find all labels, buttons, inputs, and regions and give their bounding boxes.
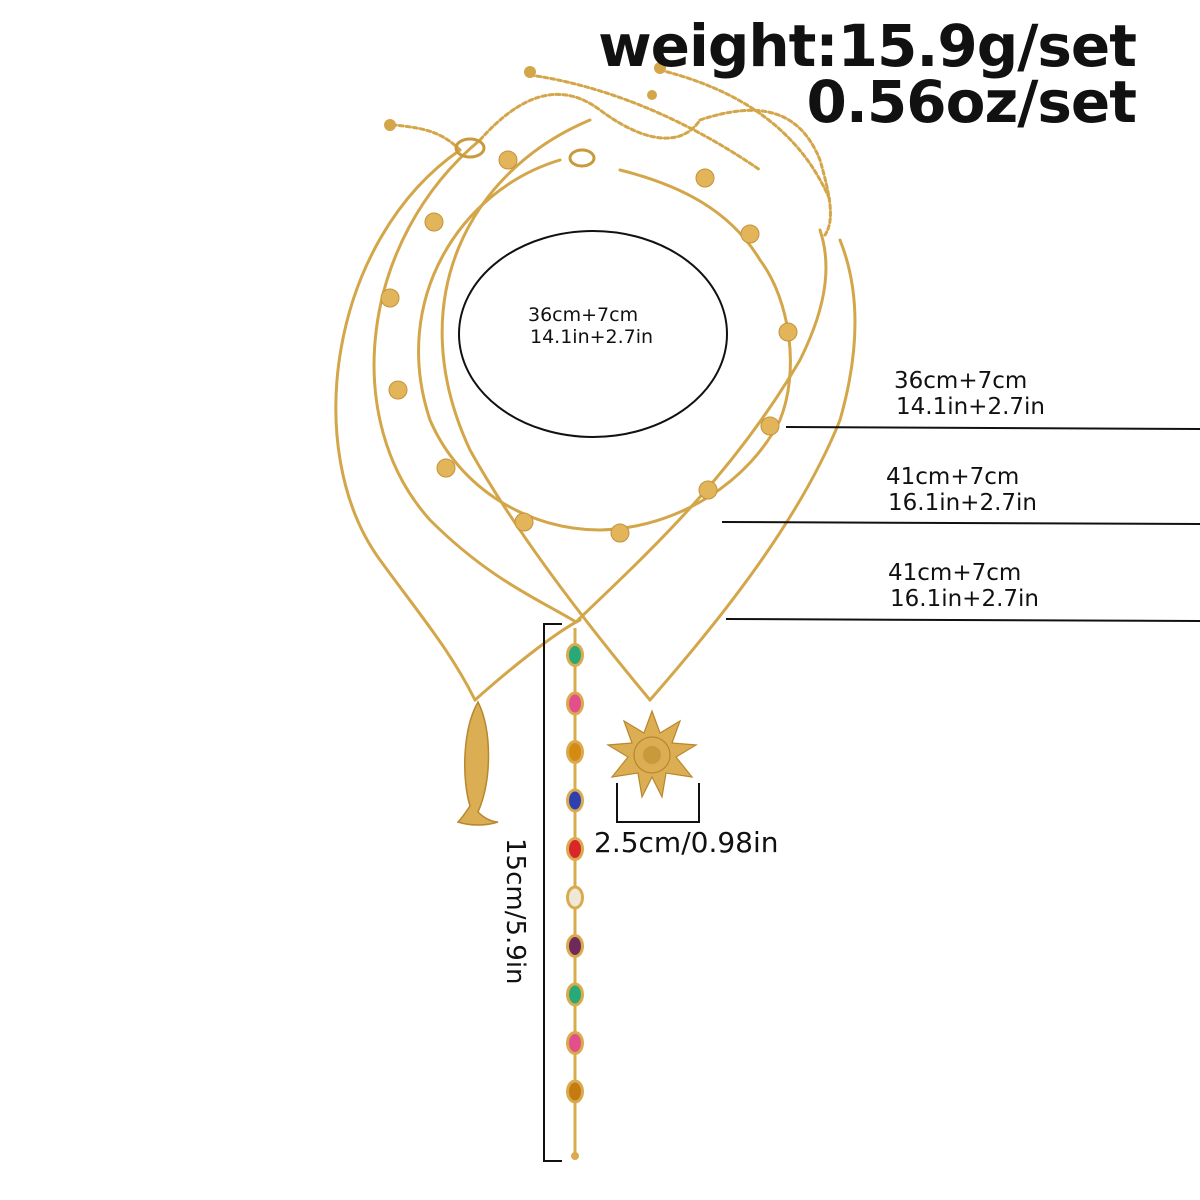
oval-size-cm: 36cm+7cm (528, 304, 639, 326)
dimension-3-in: 16.1in+2.7in (890, 586, 1039, 612)
dimension-label-1: 36cm+7cm 14.1in+2.7in (894, 368, 1045, 420)
oval-size-label: 36cm+7cm 14.1in+2.7in (528, 304, 653, 348)
leader-line-3 (725, 618, 1200, 622)
chain-sun-right (648, 238, 857, 702)
weight-block: weight:15.9g/set 0.56oz/set (598, 12, 1137, 136)
leader-line-2 (721, 521, 1200, 525)
gem-stone (569, 937, 581, 955)
fish-pendant (456, 700, 499, 826)
chain-choker (417, 158, 792, 532)
chain-sun-left (440, 118, 652, 702)
gem-stone (569, 743, 581, 761)
dimension-3-cm: 41cm+7cm (888, 560, 1022, 586)
sun-pendant (606, 709, 698, 799)
dimension-1-cm: 36cm+7cm (894, 368, 1028, 394)
drop-length-label: 15cm/5.9in (500, 838, 530, 985)
weight-ounces: 0.56oz/set (806, 68, 1137, 136)
chain-lariat-right (574, 228, 828, 624)
drop-bracket (543, 623, 562, 1162)
dimension-2-in: 16.1in+2.7in (888, 490, 1037, 516)
width-bracket (616, 783, 700, 823)
dimension-label-2: 41cm+7cm 16.1in+2.7in (886, 464, 1037, 516)
chain-outer (334, 148, 477, 702)
drop-end-bead (571, 1152, 579, 1160)
chain-lariat-left (372, 138, 578, 624)
extender-chain-3 (698, 108, 832, 237)
gem-stone (569, 791, 581, 810)
dimension-2-cm: 41cm+7cm (886, 464, 1020, 490)
leader-line-1 (785, 426, 1200, 430)
extender-chain-1 (393, 123, 462, 152)
oval-size-in: 14.1in+2.7in (530, 326, 654, 348)
dimension-1-in: 14.1in+2.7in (896, 394, 1045, 420)
size-oval (458, 230, 728, 438)
extender-chain-4 (658, 68, 832, 202)
gem-stone (569, 840, 581, 858)
extender-chain-2 (478, 93, 702, 142)
gem-drop (566, 628, 584, 1160)
gem-stone (569, 1034, 581, 1052)
gem-stone (569, 888, 581, 907)
weight-grams: weight:15.9g/set (598, 12, 1137, 80)
dimension-label-3: 41cm+7cm 16.1in+2.7in (888, 560, 1039, 612)
extender-chain-5 (528, 73, 762, 172)
gem-stone (569, 646, 581, 664)
gem-stone (569, 1082, 581, 1101)
chain-outer-right (473, 618, 582, 702)
pendant-width-label: 2.5cm/0.98in (594, 826, 779, 859)
gem-stone (569, 985, 581, 1004)
gem-stone (569, 694, 581, 713)
